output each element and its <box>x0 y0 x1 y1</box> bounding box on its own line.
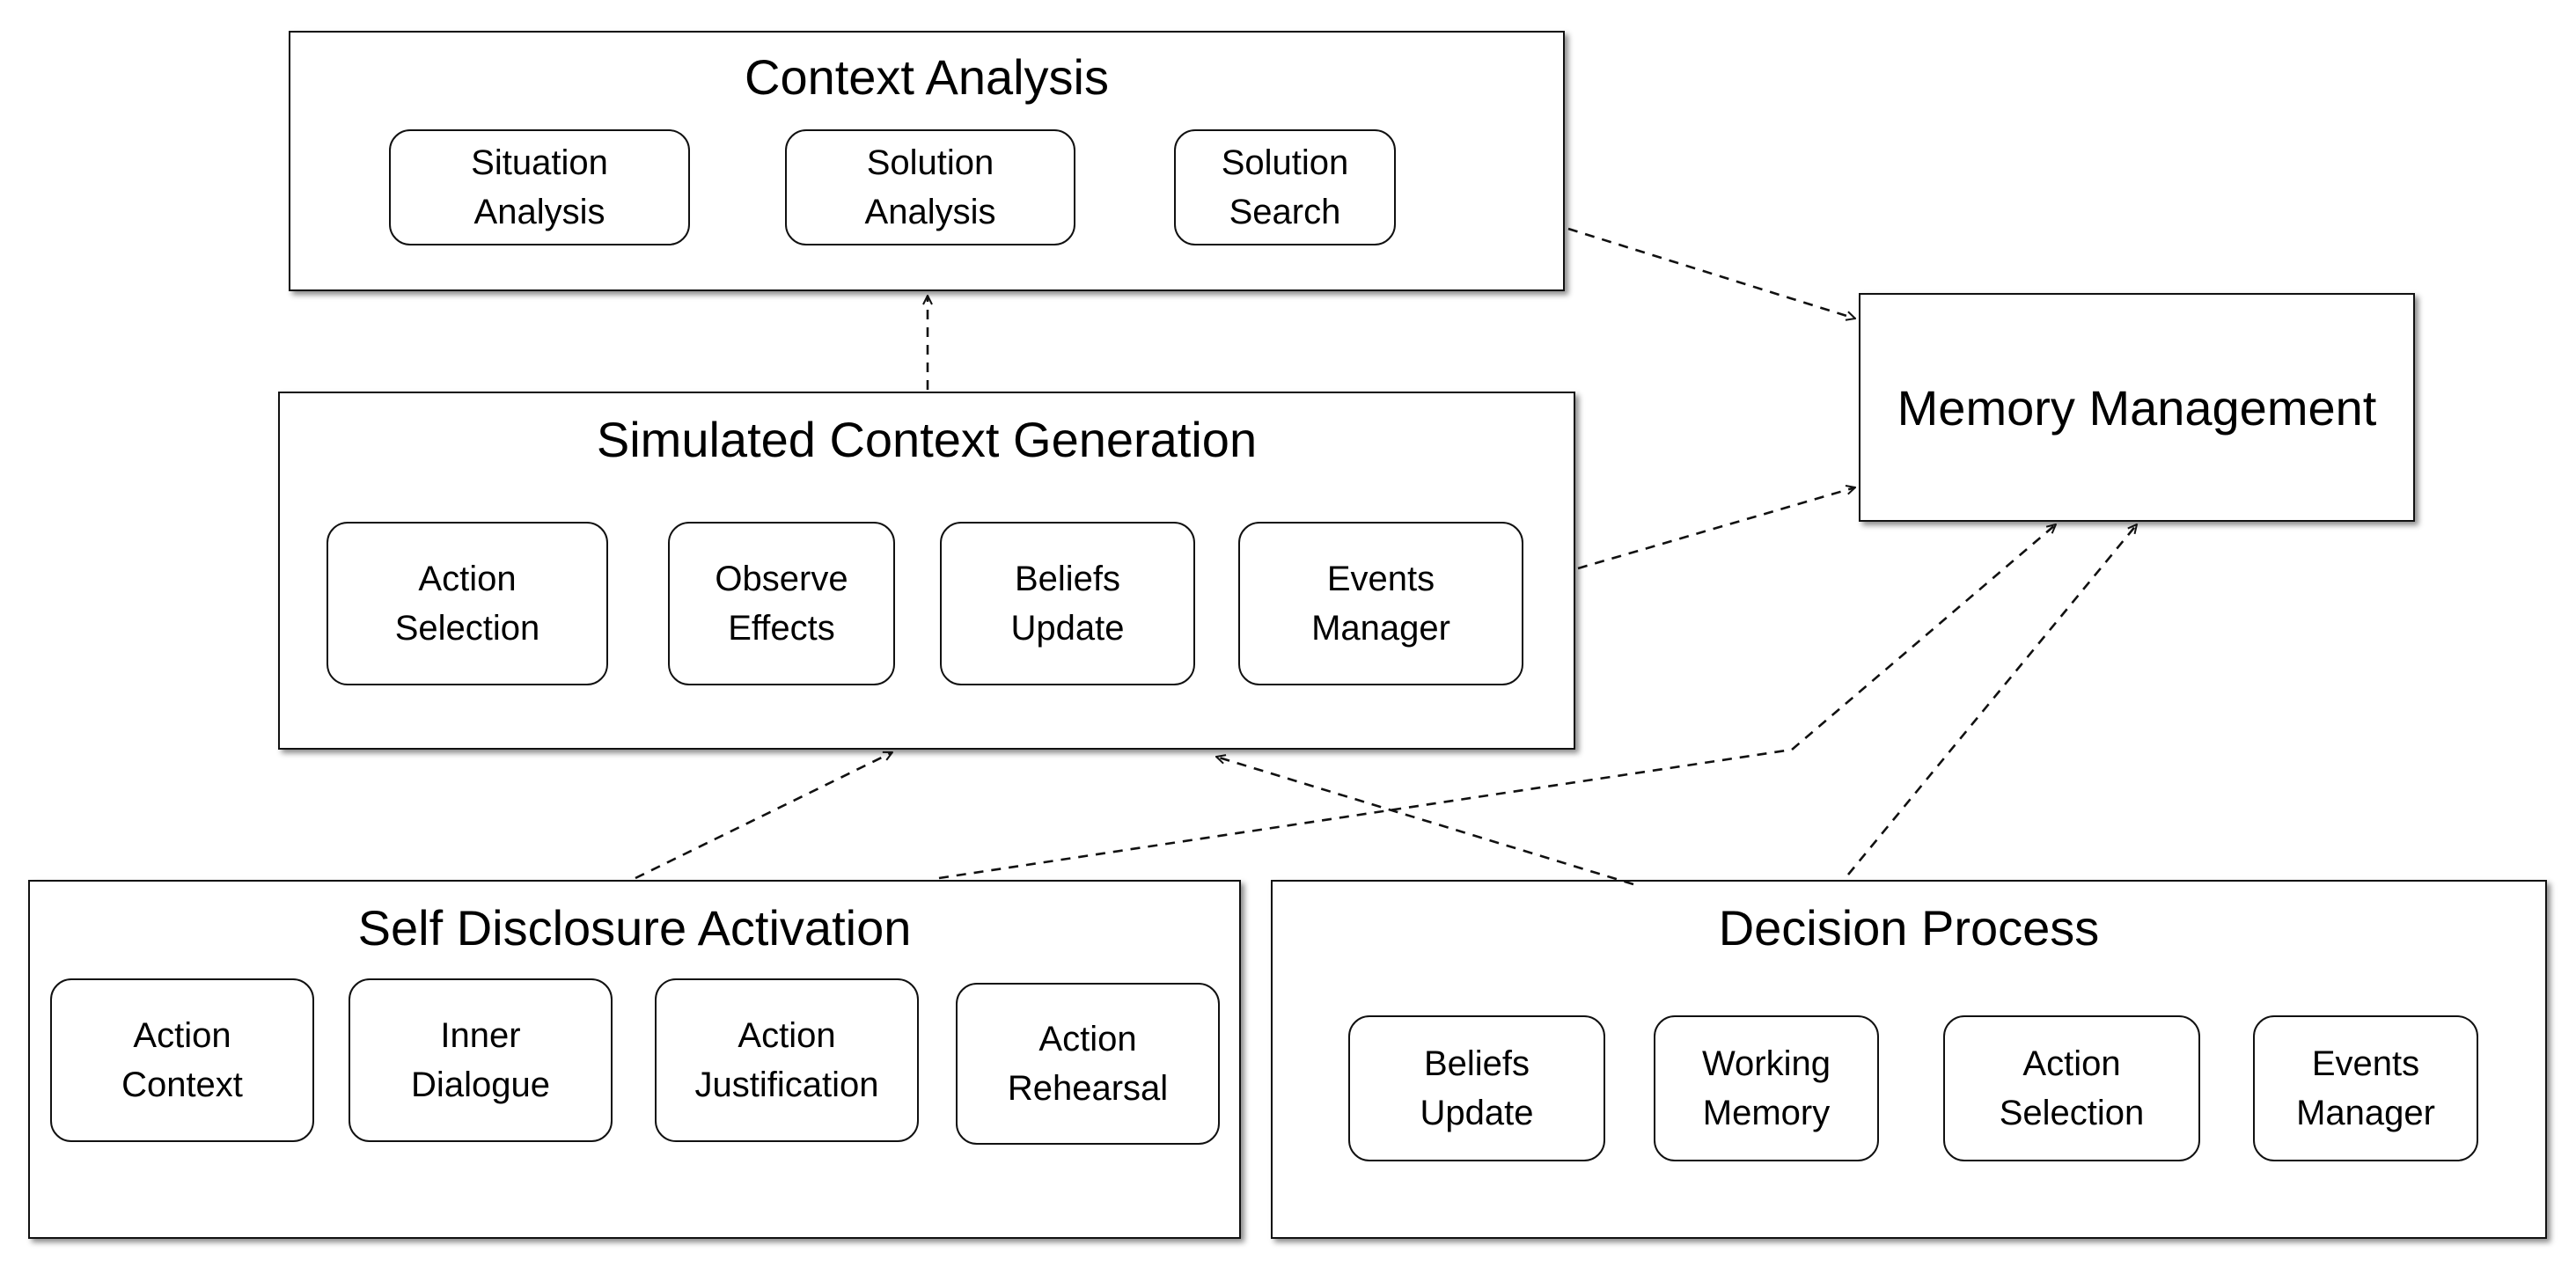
solution-analysis-node: Solution Analysis <box>785 129 1075 245</box>
edge-self-disclosure-to-simulated <box>635 751 892 880</box>
action-selection-node: Action Selection <box>327 522 608 685</box>
edge-self-disclosure-to-memory <box>938 524 2056 880</box>
self-disclosure-activation-title: Self Disclosure Activation <box>357 900 912 956</box>
context-analysis-group: Context Analysis Situation Analysis Solu… <box>289 31 1565 291</box>
edge-decision-to-memory <box>1846 524 2137 875</box>
action-rehearsal-node: Action Rehearsal <box>956 983 1220 1145</box>
memory-management-box: Memory Management <box>1859 293 2415 522</box>
simulated-context-generation-group: Simulated Context Generation Action Sele… <box>278 392 1575 750</box>
memory-management-title: Memory Management <box>1897 379 2377 436</box>
observe-effects-node: Observe Effects <box>668 522 895 685</box>
solution-search-node: Solution Search <box>1174 129 1396 245</box>
edge-context-analysis-to-memory <box>1567 227 1855 319</box>
context-analysis-title: Context Analysis <box>745 49 1109 105</box>
events-manager-node: Events Manager <box>1238 522 1523 685</box>
action-justification-node: Action Justification <box>655 978 919 1142</box>
self-disclosure-activation-group: Self Disclosure Activation Action Contex… <box>28 880 1241 1239</box>
events-manager-node: Events Manager <box>2253 1015 2478 1161</box>
beliefs-update-node: Beliefs Update <box>1348 1015 1605 1161</box>
edge-decision-to-simulated <box>1216 757 1634 886</box>
beliefs-update-node: Beliefs Update <box>940 522 1195 685</box>
decision-process-group: Decision Process Beliefs Update Working … <box>1271 880 2547 1239</box>
action-context-node: Action Context <box>50 978 314 1142</box>
edge-simulated-to-memory <box>1577 487 1855 570</box>
working-memory-node: Working Memory <box>1654 1015 1879 1161</box>
inner-dialogue-node: Inner Dialogue <box>349 978 613 1142</box>
situation-analysis-node: Situation Analysis <box>389 129 690 245</box>
decision-process-title: Decision Process <box>1718 900 2100 956</box>
action-selection-node: Action Selection <box>1943 1015 2200 1161</box>
simulated-context-generation-title: Simulated Context Generation <box>596 412 1258 467</box>
